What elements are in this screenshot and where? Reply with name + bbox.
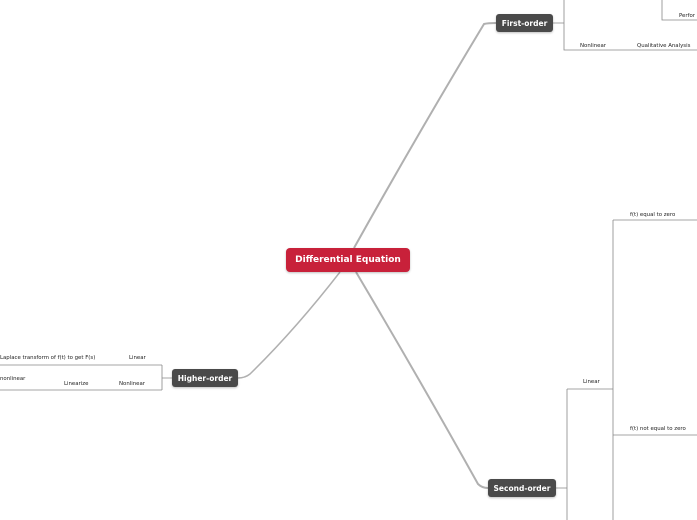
higher-order-nonlinear-left[interactable]: nonlinear xyxy=(0,376,26,382)
connector-root-higher-order xyxy=(237,271,341,379)
higher-order-linear[interactable]: Linear xyxy=(129,355,146,361)
first-order-nonlinear[interactable]: Nonlinear xyxy=(580,43,606,49)
higher-order-linearize[interactable]: Linearize xyxy=(64,381,89,387)
higher-order-nonlinear[interactable]: Nonlinear xyxy=(119,381,145,387)
connector-higher-order-children xyxy=(0,364,172,391)
second-order-linear[interactable]: Linear xyxy=(583,379,600,385)
first-order-qualitative-analysis[interactable]: Qualitative Analysis xyxy=(637,43,691,49)
connector-root-first-order xyxy=(353,22,497,249)
first-order-perform-label[interactable]: Perfor xyxy=(679,13,696,19)
branch-first-order[interactable]: First-order xyxy=(496,14,553,32)
higher-order-laplace-transform[interactable]: Laplace transform of f(t) to get F(s) xyxy=(0,355,96,361)
branch-second-order[interactable]: Second-order xyxy=(488,479,556,497)
branch-higher-order[interactable]: Higher-order xyxy=(172,369,238,387)
second-order-f-equal-zero[interactable]: f(t) equal to zero xyxy=(630,212,676,218)
connector-first-order-children xyxy=(553,0,697,51)
root-topic[interactable]: Differential Equation xyxy=(286,248,410,272)
second-order-f-not-equal-zero[interactable]: f(t) not equal to zero xyxy=(630,426,686,432)
connector-root-second-order xyxy=(355,271,489,489)
connector-second-order-children xyxy=(556,219,697,520)
